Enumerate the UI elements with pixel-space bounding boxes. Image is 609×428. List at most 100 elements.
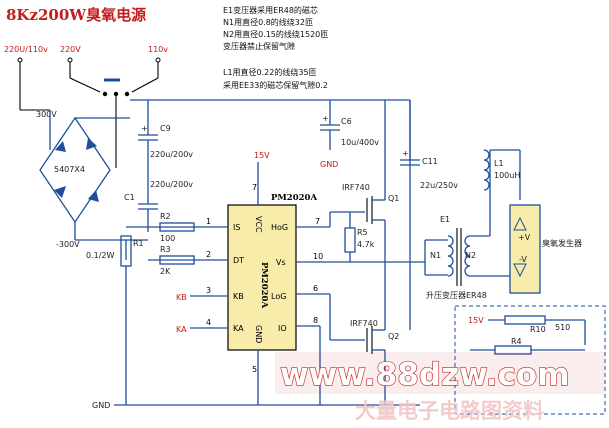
c11-label: C11 — [422, 157, 438, 166]
r10-value: 510 — [555, 323, 570, 332]
watermark-tag: 大量电子电路图资料 — [355, 399, 544, 423]
svg-text:+: + — [141, 124, 148, 133]
r10-label: R10 — [530, 325, 546, 334]
ozone-generator — [509, 204, 541, 294]
c1-label: C1 — [124, 193, 135, 202]
r2-resistor — [159, 222, 195, 232]
c9-capacitor: + — [138, 100, 158, 180]
inductor-l1 — [483, 149, 521, 277]
r3-value: 2K — [160, 267, 171, 276]
note-4: 变压器禁止保留气隙 — [223, 41, 295, 51]
svg-text:+: + — [402, 149, 409, 158]
c1-capacitor — [138, 180, 158, 232]
r3-label: R3 — [160, 245, 171, 254]
note-3: N2用直径0.15的线绕1520匝 — [223, 29, 328, 39]
q2-mosfet — [366, 262, 386, 405]
feedback-box — [454, 305, 606, 415]
ic-pin-vcc: VCC — [254, 216, 263, 233]
q1-type: IRF740 — [342, 183, 370, 192]
input-label-220: 220V — [60, 45, 81, 54]
c6-value: 10u/400v — [341, 138, 379, 147]
note-6: 采用EE33的磁芯保留气隙0.2 — [223, 80, 328, 90]
c11-capacitor: + — [400, 100, 420, 166]
r2-value: 100 — [160, 234, 175, 243]
r5-resistor — [344, 212, 356, 262]
port-kb: KB — [176, 293, 187, 302]
ic-body — [227, 204, 297, 351]
ic-name: PM2020A — [271, 193, 317, 203]
c6-gnd-label: GND — [320, 160, 338, 169]
ic-pin-6-num: 6 — [313, 284, 318, 293]
ic-pin-vcc-num: 7 — [252, 183, 257, 192]
ic-left-pins — [126, 226, 228, 329]
q2-type: IRF740 — [350, 319, 378, 328]
c9-value: 220u/200v — [150, 150, 193, 159]
ozone-label: 臭氧发生器 — [542, 238, 582, 248]
bridge-label: 5407X4 — [54, 165, 85, 174]
bridge-rectifier — [39, 110, 130, 240]
ic-pin-7-num: 7 — [315, 217, 320, 226]
transformer-name: E1 — [440, 215, 450, 224]
ic-pin-4-num: 4 — [206, 318, 211, 327]
inductor-name: L1 — [494, 159, 504, 168]
input-label-220-110: 220U/110v — [4, 45, 48, 54]
ic-pin-8-num: 8 — [313, 316, 318, 325]
q1-mosfet — [366, 100, 425, 263]
ic-pin-dt: DT — [233, 256, 244, 265]
note-2: N1用直径0.8的线绕32匝 — [223, 17, 313, 27]
rail-300v-label: 300V — [36, 110, 57, 119]
input-terminals — [17, 57, 161, 168]
ozone-minus: -V — [519, 255, 527, 264]
r1-value: 0.1/2W — [86, 251, 115, 260]
ic-pin-ka: KA — [233, 324, 244, 333]
c9-label: C9 — [160, 124, 171, 133]
input-label-110: 110v — [148, 45, 168, 54]
ic-pin-is: IS — [233, 223, 240, 232]
ozone-plus: +V — [518, 233, 531, 242]
r5-label: R5 — [357, 228, 368, 237]
ic-pin-2-num: 2 — [206, 250, 211, 259]
transformer-e1 — [424, 228, 490, 286]
note-5: L1用直径0.22的线绕35匝 — [223, 67, 317, 77]
r2-label: R2 — [160, 212, 171, 221]
c6-label: C6 — [341, 117, 352, 126]
ic-pin-10-num: 10 — [313, 252, 323, 261]
inductor-value: 100uH — [494, 171, 520, 180]
ic-pin-vs: Vs — [276, 258, 286, 267]
ic-pin-kb: KB — [233, 292, 244, 301]
ic-pin-1-num: 1 — [206, 217, 211, 226]
ic-pin-hog: HoG — [271, 223, 288, 232]
svg-text:+: + — [322, 114, 329, 123]
port-ka: KA — [176, 325, 187, 334]
ic-pin-io: IO — [278, 324, 287, 333]
ic-pin-gnd-num: 5 — [252, 365, 257, 374]
note-1: E1变压器采用ER48的磁芯 — [223, 5, 318, 15]
c11-value: 22u/250v — [420, 181, 458, 190]
ic-pin-gnd: GND — [254, 325, 263, 343]
transformer-n2: N2 — [465, 251, 476, 260]
title: 8Kz200W臭氧电源 — [6, 6, 146, 24]
rail-neg300v-label: -300V — [56, 240, 80, 249]
r1-resistor — [120, 235, 132, 405]
q2-label: Q2 — [388, 332, 399, 341]
vcc-rail-label: 15V — [254, 151, 270, 160]
watermark-url: www.88dzw.com — [280, 357, 570, 393]
v15-right-label: 15V — [468, 316, 484, 325]
pm2020a-ic — [227, 162, 297, 405]
ic-pin-log: LoG — [271, 292, 286, 301]
gnd-rail-label: GND — [92, 401, 110, 410]
watermark: www.88dzw.com 大量电子电路图资料 — [275, 352, 605, 423]
r5-value: 4.7k — [357, 240, 375, 249]
ozone-box — [509, 204, 541, 294]
r4-label: R4 — [511, 337, 522, 346]
r3-resistor — [159, 255, 195, 265]
ic-right-pins — [296, 211, 385, 405]
c1-value: 220u/200v — [150, 180, 193, 189]
r1-label: R1 — [133, 239, 144, 248]
c6-capacitor: + — [320, 100, 340, 150]
q1-label: Q1 — [388, 194, 399, 203]
transformer-label: 升压变压器ER48 — [426, 290, 487, 300]
ic-body-label: PM2020A — [259, 262, 269, 308]
notes-block: E1变压器采用ER48的磁芯 N1用直径0.8的线绕32匝 N2用直径0.15的… — [223, 5, 328, 90]
